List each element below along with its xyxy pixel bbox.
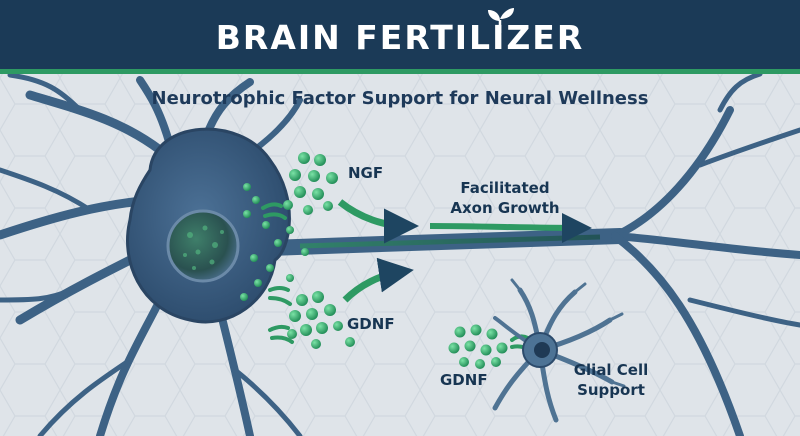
ngf-label: NGF: [348, 164, 384, 182]
ngf-particle-cluster: [283, 152, 338, 215]
nucleus-speckles: [183, 225, 224, 270]
axon-growth-label: Facilitated Axon Growth: [440, 178, 570, 218]
gdnf-arrow: [342, 257, 414, 303]
glial-support-label-line1: Glial Cell: [573, 361, 649, 379]
sprout-leaf-icon: [488, 8, 514, 33]
axon-glow: [299, 234, 601, 249]
glial-support-label-line2: Support: [577, 381, 645, 399]
soma-growth-factor-particles: [240, 183, 309, 301]
glial-cell: [492, 278, 626, 423]
axon-terminals: [611, 71, 800, 436]
nucleus: [166, 209, 240, 283]
page-subtitle: Neurotrophic Factor Support for Neural W…: [151, 88, 649, 109]
axon-growth-arrow: [429, 212, 592, 243]
gdnf-particle-cluster: [287, 291, 355, 349]
axon-growth-label-line1: Facilitated: [460, 179, 550, 197]
glial-gdnf-label: GDNF: [440, 371, 488, 389]
ngf-arrow: [337, 199, 419, 244]
gdnf-label: GDNF: [347, 315, 395, 333]
header-bar: BRAIN FERTILIZER: [0, 0, 800, 74]
page-title: BRAIN FERTILIZER: [215, 18, 585, 57]
axon-growth-label-line2: Axon Growth: [450, 199, 560, 217]
glial-gdnf-particle-cluster: [448, 324, 508, 369]
glial-support-label: Glial Cell Support: [556, 360, 666, 400]
